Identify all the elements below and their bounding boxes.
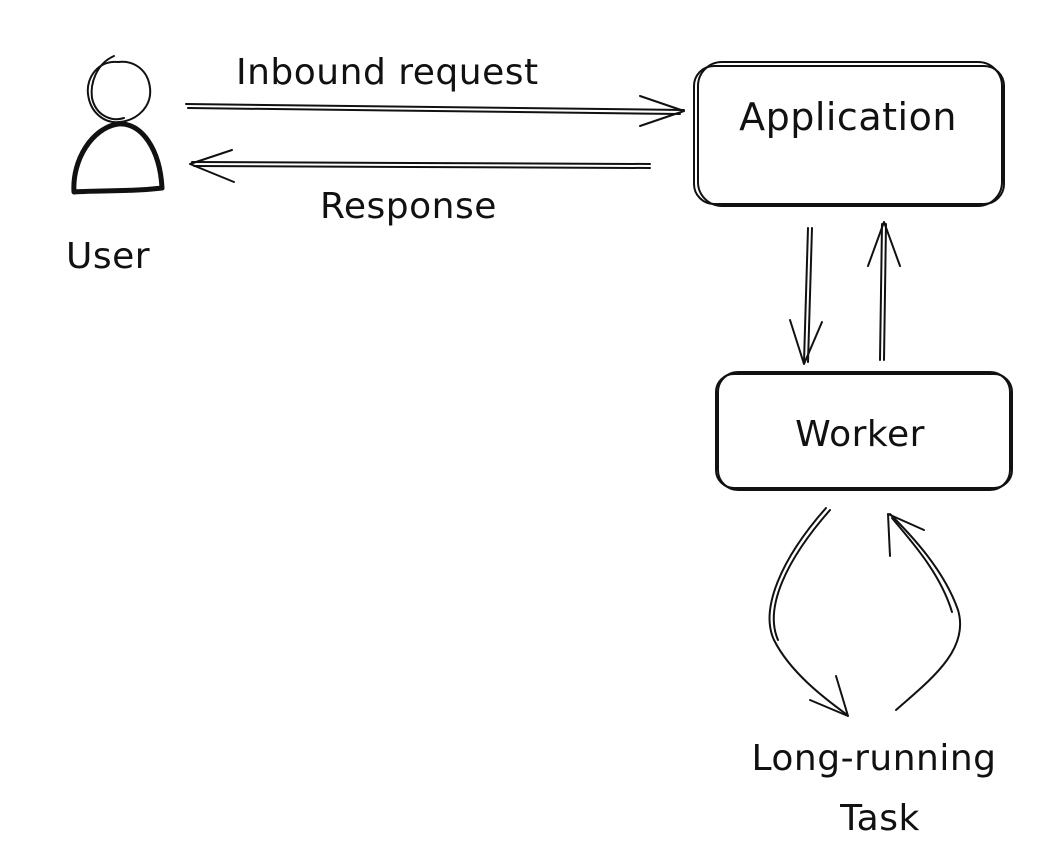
response-label: Response <box>320 186 497 227</box>
app-to-worker-arrow <box>789 227 823 365</box>
user-label: User <box>66 236 150 277</box>
application-label: Application <box>739 95 957 139</box>
task-node: Long-running Task <box>751 738 996 839</box>
worker-to-app-arrow <box>867 221 901 361</box>
worker-to-task-arrow <box>768 507 849 717</box>
inbound-request-arrow <box>185 95 685 127</box>
task-label-line2: Task <box>839 798 920 839</box>
inbound-request-label: Inbound request <box>236 52 539 93</box>
task-to-worker-arrow <box>887 513 961 711</box>
application-node: Application <box>693 61 1005 207</box>
response-arrow <box>189 149 651 183</box>
worker-label: Worker <box>795 414 925 455</box>
user-icon <box>71 55 165 195</box>
worker-node: Worker <box>715 371 1013 491</box>
task-label-line1: Long-running <box>751 738 996 779</box>
